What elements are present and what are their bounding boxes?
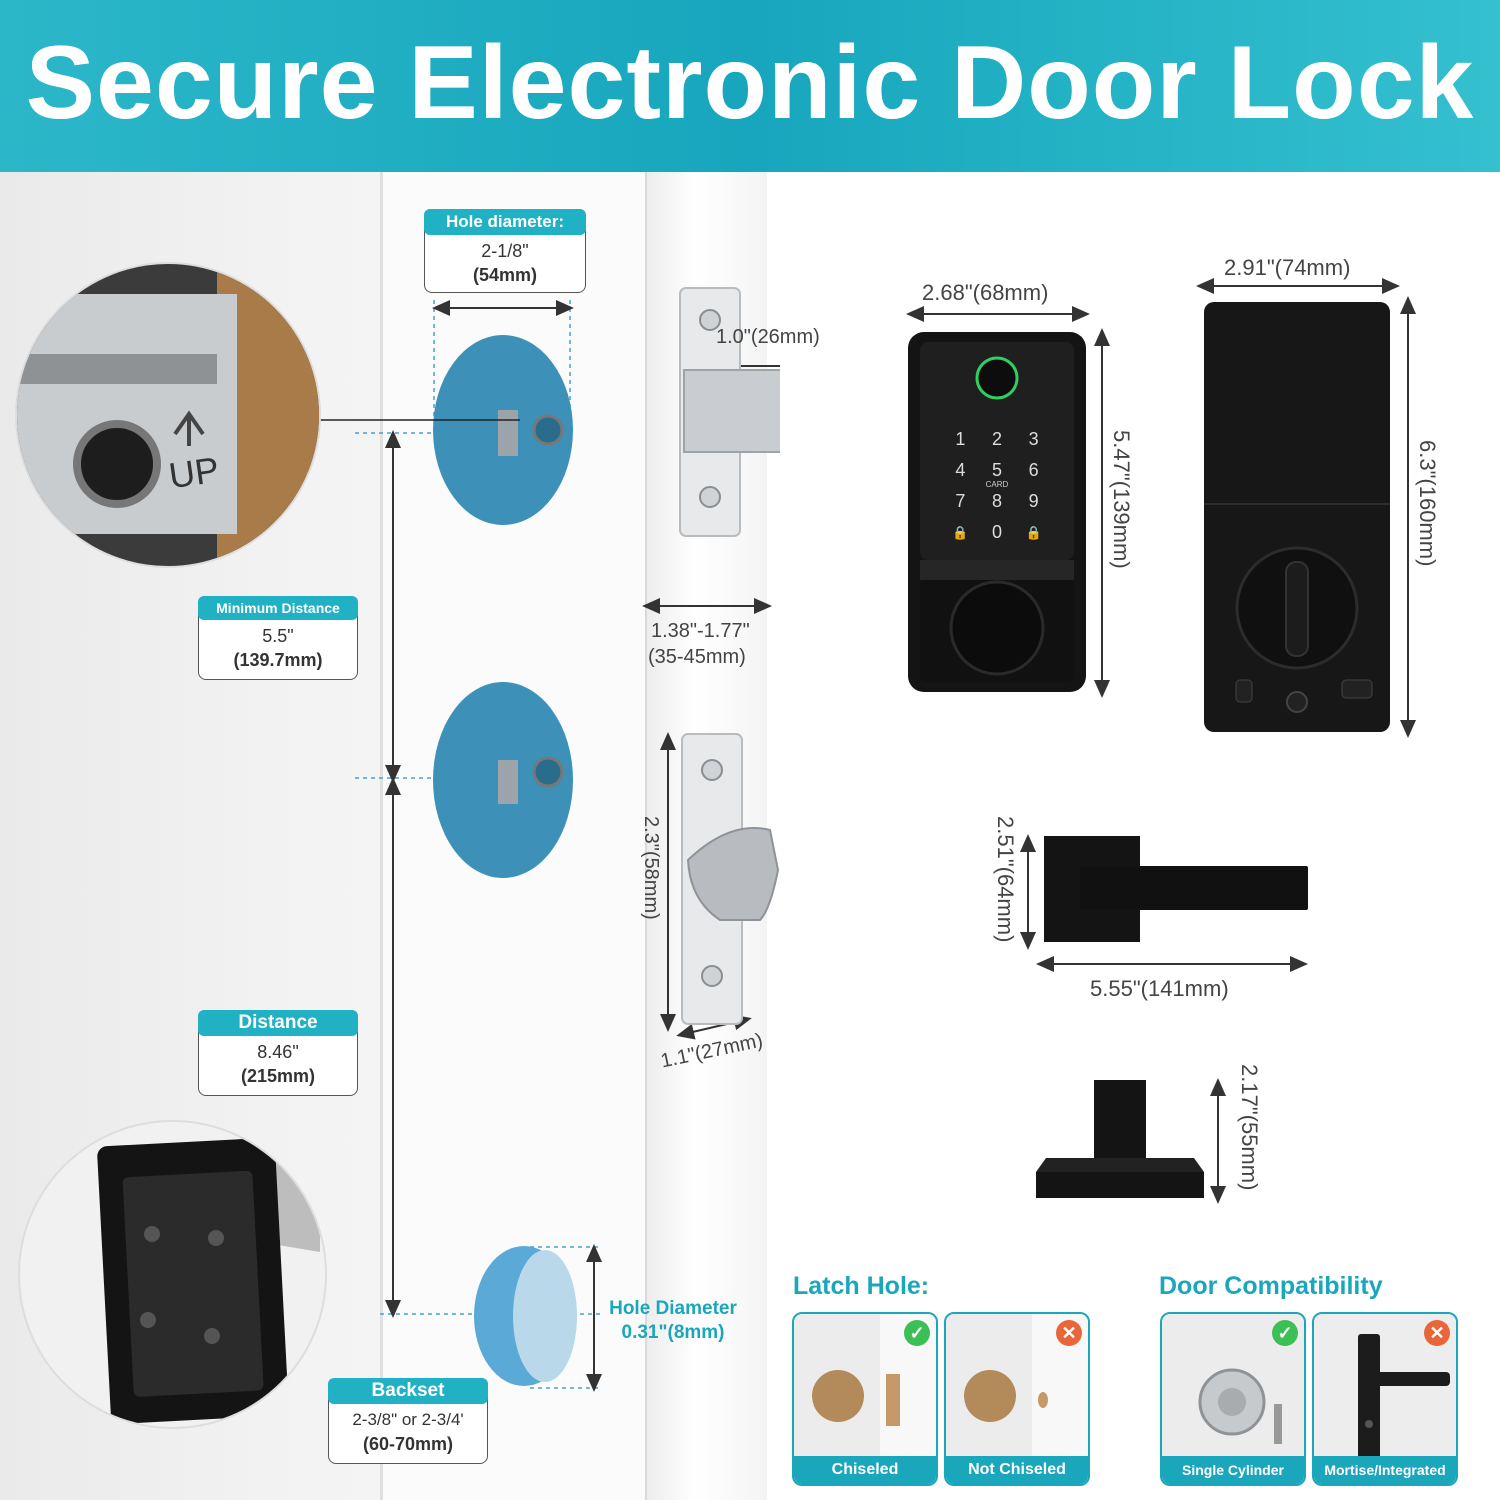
top-hole	[433, 335, 573, 525]
check-icon: ✓	[904, 1320, 930, 1346]
page-title: Secure Electronic Door Lock	[25, 25, 1475, 141]
lever-height-dim: 2.51"(64mm)	[993, 816, 1018, 943]
minimum-distance-value: 5.5"	[262, 626, 294, 646]
keypad-lock-icon-right[interactable]: 🔒	[1025, 525, 1042, 540]
backset-metric: (60-70mm)	[362, 1434, 454, 1454]
latch-hole-card-not-chiseled: ✕ Not Chiseled	[944, 1312, 1090, 1486]
mounting-plate-illustration	[97, 1137, 320, 1424]
minimum-distance-label: Minimum Distance 5.5" (139.7mm)	[198, 596, 358, 680]
lever-depth-dim: 2.17"(55mm)	[1237, 1064, 1262, 1191]
front-width-dim: 2.68"(68mm)	[922, 280, 1049, 305]
chiseled-illustration	[794, 1314, 936, 1484]
lever-side-profile	[1036, 1080, 1204, 1198]
latch-hole-title: Latch Hole:	[793, 1272, 930, 1300]
hole-diameter-value: 2-1/8"	[481, 241, 529, 261]
strike-height-dim: 2.3"(58mm)	[640, 816, 662, 920]
minimum-distance-metric: (139.7mm)	[233, 650, 323, 670]
back-thumbturn-lock	[1204, 302, 1390, 732]
keypad-key-8[interactable]: 8	[991, 491, 1002, 511]
single-cylinder-label: Single Cylinder	[1162, 1456, 1304, 1484]
lever-length-dim: 5.55"(141mm)	[1090, 976, 1229, 1001]
latch-bolt-dim: 1.0"(26mm)	[716, 326, 820, 348]
keypad-key-3[interactable]: 3	[1028, 429, 1039, 449]
middle-hole	[433, 682, 573, 878]
distance-label: Distance 8.46" (215mm)	[198, 1010, 358, 1096]
front-height-dim: 5.47"(139mm)	[1109, 430, 1134, 569]
up-label: UP	[166, 448, 222, 497]
keypad-key-0[interactable]: 0	[991, 522, 1002, 542]
latch-hole-not-chiseled-label: Not Chiseled	[946, 1456, 1088, 1484]
latch-zoom-circle: UP	[15, 262, 321, 568]
distance-title: Distance	[198, 1010, 358, 1036]
header-banner: Secure Electronic Door Lock	[0, 0, 1500, 172]
distance-metric: (215mm)	[240, 1066, 316, 1086]
keypad-lock-icon-left[interactable]: 🔒	[952, 525, 969, 540]
front-keypad-lock	[908, 332, 1086, 692]
mounting-plate-circle	[18, 1120, 327, 1429]
hole-diameter-title: Hole diameter:	[424, 209, 586, 235]
cross-icon: ✕	[1056, 1320, 1082, 1346]
door-compatibility-title: Door Compatibility	[1159, 1272, 1383, 1300]
latch-plate	[679, 287, 780, 537]
keypad-key-9[interactable]: 9	[1028, 491, 1039, 511]
keypad-key-5[interactable]: 5	[991, 460, 1002, 480]
lever-handle	[1044, 836, 1308, 942]
keypad-card-label: CARD	[985, 480, 1009, 489]
backset-title: Backset	[328, 1378, 488, 1404]
product-diagram	[906, 278, 1416, 1204]
door-compat-card-single-cylinder: ✓ Single Cylinder	[1160, 1312, 1306, 1486]
door-diagram	[315, 287, 780, 1392]
distance-value: 8.46"	[257, 1042, 299, 1062]
keypad-grid: 1 2 3 4 5 6 7 8 9 🔒 0 🔒	[942, 424, 1052, 548]
hole-diameter-metric: (54mm)	[472, 265, 538, 285]
latch-hole-card-chiseled: ✓ Chiseled	[792, 1312, 938, 1486]
strike-plate	[681, 733, 780, 1025]
back-height-dim: 6.3"(160mm)	[1415, 440, 1440, 567]
backset-label: Backset 2-3/8" or 2-3/4' (60-70mm)	[328, 1378, 488, 1464]
door-compat-card-mortise: ✕ Mortise/Integrated	[1312, 1312, 1458, 1486]
back-width-dim: 2.91"(74mm)	[1224, 255, 1351, 280]
door-thickness-metric: (35-45mm)	[648, 646, 746, 668]
hole-diameter-label: Hole diameter: 2-1/8" (54mm)	[424, 209, 586, 293]
keypad-key-4[interactable]: 4	[955, 460, 966, 480]
door-thickness-dim: 1.38"-1.77"	[651, 620, 750, 642]
keypad-key-1[interactable]: 1	[955, 429, 966, 449]
keypad-key-6[interactable]: 6	[1028, 460, 1039, 480]
mortise-integrated-label: Mortise/Integrated	[1314, 1456, 1456, 1484]
latch-detail-illustration	[17, 264, 319, 566]
keypad-key-2[interactable]: 2	[991, 429, 1002, 449]
small-hole	[474, 1246, 577, 1386]
backset-value: 2-3/8" or 2-3/4'	[352, 1410, 464, 1429]
small-hole-title: Hole Diameter	[609, 1298, 737, 1319]
cross-icon: ✕	[1424, 1320, 1450, 1346]
latch-hole-chiseled-label: Chiseled	[794, 1456, 936, 1484]
small-hole-value: 0.31"(8mm)	[621, 1322, 725, 1343]
keypad-key-7[interactable]: 7	[955, 491, 966, 511]
minimum-distance-title: Minimum Distance	[198, 596, 358, 620]
check-icon: ✓	[1272, 1320, 1298, 1346]
